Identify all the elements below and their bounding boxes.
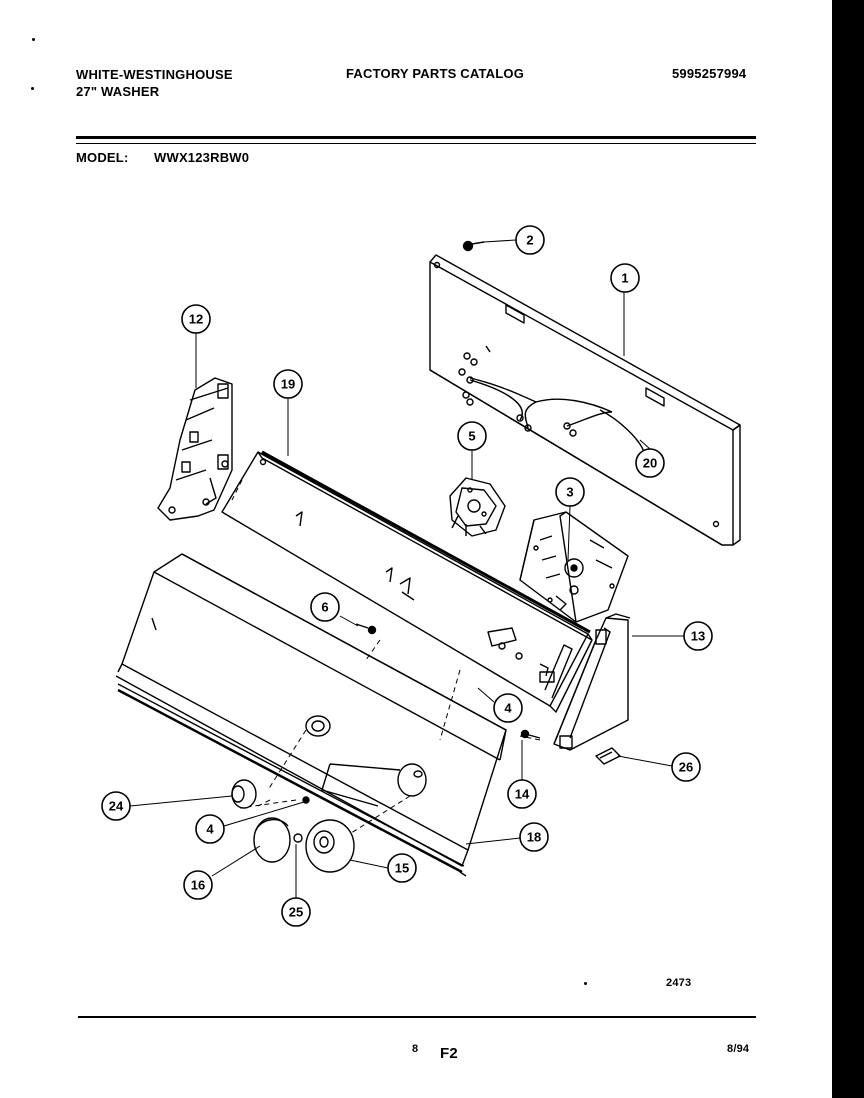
callout-label: 16 [191, 878, 205, 893]
callout-circles [101, 225, 713, 927]
callout-label: 12 [189, 312, 203, 327]
callout-label: 26 [679, 760, 693, 775]
callout-label: 18 [527, 830, 541, 845]
front-panel-drawing [115, 553, 507, 877]
callout-label: 15 [395, 861, 409, 876]
callout-label: 1 [621, 271, 628, 286]
clip-drawing [595, 747, 621, 765]
switch-drawing [449, 477, 506, 537]
callout-label: 24 [109, 799, 124, 814]
page-number: 8 [412, 1043, 419, 1055]
product-name: 27" WASHER [76, 84, 160, 99]
scan-speck [31, 87, 34, 90]
callout-leaders [129, 239, 684, 898]
callout-label: 14 [515, 787, 530, 802]
small-screw-drawing [520, 729, 541, 739]
page-edge-border [832, 0, 864, 1098]
callout-label: 4 [504, 701, 512, 716]
catalog-number: 5995257994 [672, 66, 747, 81]
callout-label: 13 [691, 629, 705, 644]
callout-label: 20 [643, 456, 657, 471]
scan-speck [32, 38, 35, 41]
screw-4-lower-drawing [302, 796, 310, 804]
drawing-number: 2473 [666, 977, 692, 989]
bracket-drawing [157, 377, 233, 521]
callout-label: 6 [321, 600, 328, 615]
catalog-date: 8/94 [727, 1043, 750, 1055]
washer-drawing [293, 833, 303, 843]
model-label: MODEL: [76, 150, 129, 165]
catalog-title: FACTORY PARTS CATALOG [346, 66, 525, 81]
dial-drawing [305, 819, 355, 873]
callout-label: 19 [281, 377, 295, 392]
brand-name: WHITE-WESTINGHOUSE [76, 67, 233, 82]
large-knob-drawing [253, 817, 291, 863]
footer-rule [78, 1016, 756, 1018]
model-value: WWX123RBW0 [154, 150, 250, 165]
end-cap-drawing [553, 613, 631, 751]
callout-label: 3 [566, 485, 573, 500]
console-panel-drawing [221, 450, 593, 713]
section-code: F2 [440, 1045, 458, 1062]
screw-drawing [462, 240, 485, 252]
timer-drawing [519, 511, 629, 623]
callout-label: 2 [526, 233, 533, 248]
scan-speck [584, 982, 587, 985]
header-rule-thick [76, 136, 756, 139]
header-brand-block: WHITE-WESTINGHOUSE 27" WASHER [76, 66, 233, 100]
header-rule-thin [76, 143, 756, 144]
screw-6-drawing [355, 623, 377, 635]
callout-label: 25 [289, 905, 303, 920]
knob-drawing [231, 779, 257, 809]
callout-label: 4 [206, 822, 214, 837]
callout-label: 5 [468, 429, 475, 444]
